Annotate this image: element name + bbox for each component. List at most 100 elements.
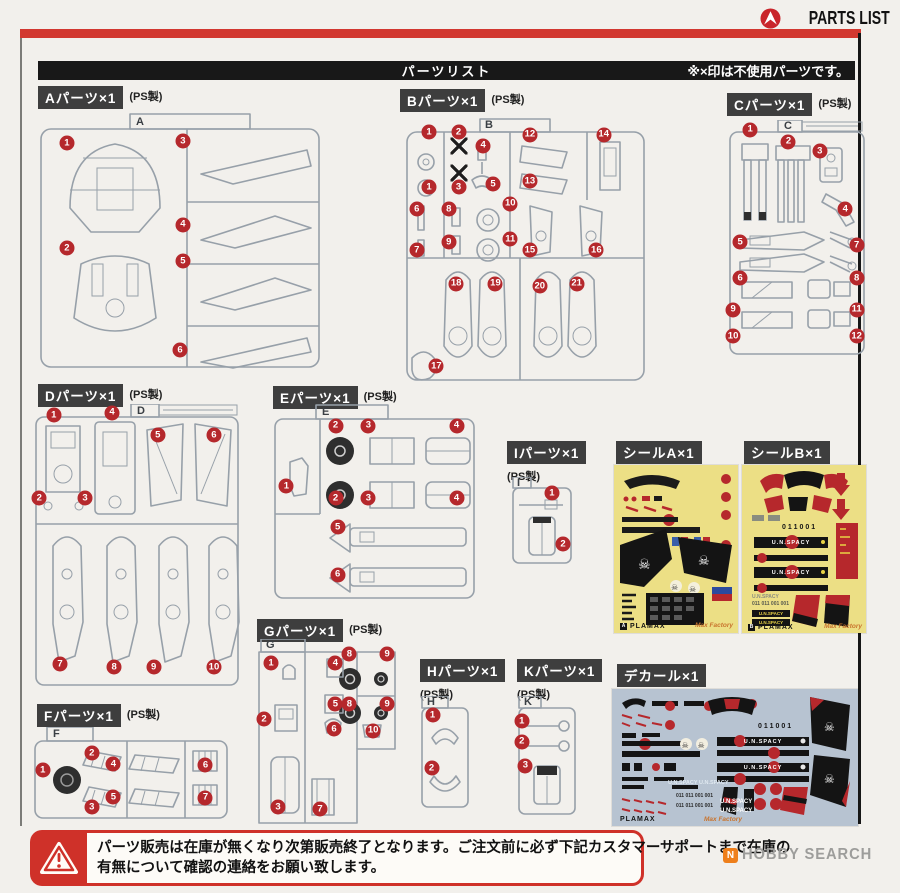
page-title: パーツリスト <box>401 64 492 79</box>
sprue-e-tab: E <box>322 406 330 418</box>
part-number-badge: 2 <box>424 760 439 776</box>
page-header-bar: パーツリスト ※×印は不使用パーツです。 <box>38 61 855 80</box>
part-number-badge: 7 <box>409 242 425 258</box>
part-number-badge: 3 <box>84 799 100 815</box>
seal-b-unspacy-band-1: U.N.SPACY <box>771 539 811 546</box>
decal-unspacy-double: U.N.SPACY U.N.SPACY <box>668 780 729 786</box>
top-red-rule <box>20 29 861 38</box>
part-number-badge: 9 <box>379 696 395 712</box>
sprue-h-tab: H <box>427 696 435 708</box>
part-number-badge: 10 <box>365 723 381 739</box>
part-number-badge: 1 <box>59 135 75 151</box>
unused-part-x-mark <box>450 137 468 155</box>
part-number-badge: 12 <box>522 127 538 143</box>
decal-small-numbers-1: 011 011 001 001 <box>676 793 713 799</box>
section-material-b: (PS製) <box>491 94 525 106</box>
part-number-badge: 2 <box>59 240 75 256</box>
decal-unspacy-band-2: U.N.SPACY <box>743 765 783 771</box>
part-number-badge: 16 <box>588 242 604 258</box>
warning-box: パーツ販売は在庫が無くなり次第販売終了となります。ご注文前に必ず下記カスタマーサ… <box>30 830 791 886</box>
svg-text:☠: ☠ <box>698 554 710 569</box>
part-number-badge: 4 <box>449 490 464 506</box>
part-number-badge: 9 <box>725 302 741 318</box>
unused-part-x-mark <box>450 164 468 182</box>
part-number-badge: 1 <box>421 179 437 195</box>
sprue-k-tab: K <box>524 696 532 708</box>
part-number-badge: 10 <box>725 328 741 344</box>
part-number-badge: 1 <box>544 485 560 501</box>
section-material-f: (PS製) <box>126 709 160 721</box>
part-number-badge: 7 <box>312 801 328 817</box>
part-number-badge: 17 <box>428 358 444 374</box>
part-number-badge: 1 <box>742 122 758 138</box>
section-material-d: (PS製) <box>129 389 163 401</box>
warning-text-area: パーツ販売は在庫が無くなり次第販売終了となります。ご注文前に必ず下記カスタマーサ… <box>87 833 791 883</box>
part-number-badge: 3 <box>360 490 376 506</box>
decal-small-numbers-2: 011 011 001 001 <box>676 803 713 809</box>
sprue-f-art <box>34 727 228 819</box>
part-number-badge: 6 <box>732 270 748 286</box>
plamax-logo-decal: PLAMAX <box>620 816 656 823</box>
section-label-f: Fパーツ×1 <box>37 704 121 727</box>
section-material-e: (PS製) <box>363 391 397 403</box>
part-number-badge: 3 <box>360 418 376 434</box>
sticker-sheet-b: 0 1 1 0 0 1 U.N.SPACY U.N.SPACY U.N.SPAC… <box>742 465 866 633</box>
part-number-badge: 4 <box>475 138 491 154</box>
hobby-search-text: HOBBY SEARCH <box>742 846 873 863</box>
part-number-badge: 8 <box>106 659 122 675</box>
part-number-badge: 3 <box>812 143 828 159</box>
section-label-b: Bパーツ×1 <box>400 89 486 112</box>
part-number-badge: 7 <box>52 656 68 672</box>
right-frame-line <box>858 33 861 824</box>
plamax-mark-seal-b: B <box>748 624 755 631</box>
left-frame-line <box>20 38 22 826</box>
parts-list-title: PARTS LIST <box>809 8 890 28</box>
part-number-badge: 3 <box>517 758 533 774</box>
seal-b-numbers: 0 1 1 0 0 1 <box>782 524 816 531</box>
part-number-badge: 4 <box>105 756 121 772</box>
part-number-badge: 2 <box>555 536 571 552</box>
part-number-badge: 2 <box>451 124 467 140</box>
part-number-badge: 2 <box>514 734 530 750</box>
part-number-badge: 4 <box>327 655 343 671</box>
warning-line-2: 有無について確認の連絡をお願い致します。 <box>97 860 386 876</box>
svg-text:☠: ☠ <box>824 720 835 734</box>
part-number-badge: 1 <box>421 124 437 140</box>
part-number-badge: 1 <box>35 762 51 778</box>
part-number-badge: 6 <box>206 427 222 443</box>
part-number-badge: 4 <box>837 201 853 217</box>
decal-unspacy-small-2: U.N.SPACY <box>720 808 753 814</box>
part-number-badge: 1 <box>278 478 294 494</box>
part-number-badge: 2 <box>328 490 344 506</box>
part-number-badge: 6 <box>326 721 342 737</box>
part-number-badge: 6 <box>197 757 213 773</box>
section-label-g: Gパーツ×1 <box>257 619 344 642</box>
part-number-badge: 9 <box>441 234 457 250</box>
part-number-badge: 6 <box>409 201 425 217</box>
section-label-h: Hパーツ×1 <box>420 659 506 682</box>
part-number-badge: 19 <box>487 276 503 292</box>
hobby-search-icon: N <box>723 847 738 863</box>
svg-text:☠: ☠ <box>824 772 835 786</box>
decal-sheet: ☠ ☠ ☠ ☠ 0 1 1 0 0 1 U.N.SPACY U.N.SPACY … <box>612 689 858 826</box>
part-number-badge: 3 <box>77 490 93 506</box>
section-material-g: (PS製) <box>349 624 383 636</box>
part-number-badge: 20 <box>532 278 548 294</box>
sprue-b-tab: B <box>485 119 493 131</box>
section-material-h: (PS製) <box>420 689 453 701</box>
section-label-a: Aパーツ×1 <box>38 86 124 109</box>
part-number-badge: 1 <box>263 655 279 671</box>
unused-parts-note: ※×印は不使用パーツです。 <box>687 64 849 79</box>
part-number-badge: 5 <box>105 789 121 805</box>
sprue-i-art <box>512 477 572 564</box>
part-number-badge: 4 <box>449 418 464 434</box>
part-number-badge: 5 <box>330 519 346 535</box>
section-head-decal: デカール×1 <box>617 664 707 687</box>
sticker-sheet-b-art <box>752 471 858 627</box>
